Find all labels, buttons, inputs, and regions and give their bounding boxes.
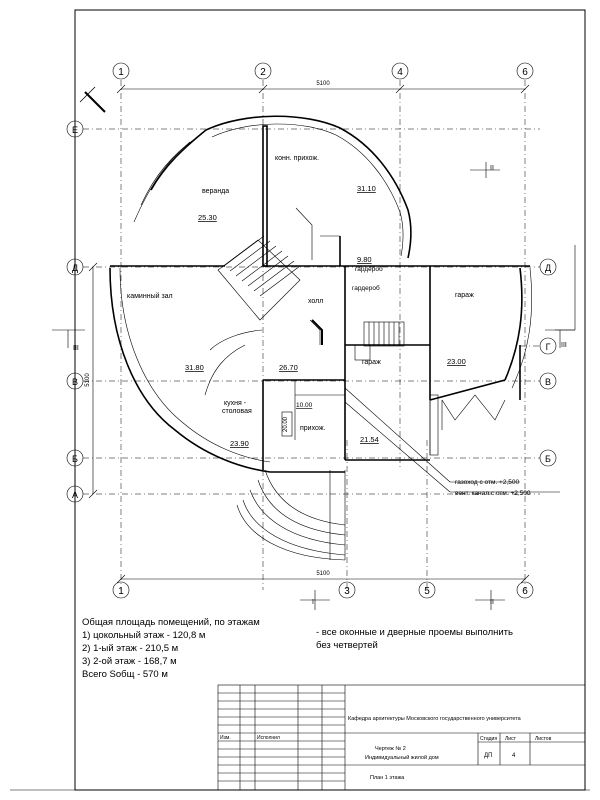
area-line: 2) 1-ый этаж - 210,5 м [82,643,179,654]
area-summary-title: Общая площадь помещений, по этажам [82,617,260,628]
room-name: гардероб [355,265,383,273]
axis-label-left-E: Е [72,125,78,135]
area-total: Всего Sобщ - 570 м [82,669,168,680]
room-name: гараж [362,359,381,366]
room-area: 25.30 [198,213,217,222]
room-area: 23.90 [230,439,249,448]
section-mark-II: II [490,165,494,172]
vent-label: вент. канал с отм. +2,500 [455,490,531,497]
room-area: 9.80 [357,255,372,264]
room-name: прихож. [300,425,326,432]
stamp-title-3: План 1 этажа [370,775,405,781]
room-area: 31.80 [185,363,204,372]
stamp-stage: ДП [484,753,492,759]
window-note: - все оконные и дверные проемы выполнить… [316,626,513,652]
room-name: холл [308,298,323,305]
section-mark-III-right: III [561,342,567,349]
main-staircase [217,235,405,347]
stamp-sheet-label: Лист [505,736,517,742]
area-line: 1) цокольный этаж - 120,8 м [82,630,206,641]
room-labels: конн. прихож. 31.10 веранда 25.30 каминн… [127,155,474,448]
axis-label-right-B: Б [545,454,551,464]
room-name: кухня - [224,400,247,407]
garage-doors [441,394,506,430]
room-name: гардероб [352,284,380,292]
axis-label-left-V: В [72,377,78,387]
axis-label-top-6: 6 [522,67,528,78]
dimension-top: 5100 [316,81,330,87]
section-mark-III-left: III [73,345,79,352]
axis-label-bottom-1: 1 [118,586,124,597]
room-area: 23.00 [447,357,466,366]
room-name: веранда [202,188,229,195]
window-note-line: без четвертей [316,640,378,651]
title-block: Кафедра архитектуры Московского государс… [217,684,586,791]
axis-label-left-B: Б [72,454,78,464]
axis-label-bottom-5: 5 [424,586,430,597]
stamp-organization: Кафедра архитектуры Московского государс… [348,716,522,722]
section-cut-markers [52,162,576,610]
axis-label-right-V: В [545,377,551,387]
leader-lines [344,387,560,493]
axis-label-left-A: А [72,490,78,500]
axis-grid [83,80,540,590]
stamp-title-2: Индивидуальный жилой дом [365,754,439,761]
dimension-left: 5100 [85,373,91,387]
hall-arrow-icon [311,319,323,345]
stamp-col-left: Изм. [220,735,231,741]
axis-bubbles-bottom: 1 3 5 6 [112,581,534,599]
flue-label: газоход с отм. +2,500 [455,479,519,486]
section-mark-II-bottom: II [490,599,494,606]
stamp-col-name: Исполнил [257,735,280,741]
room-area: 10.00 [296,402,313,409]
room-area: 31.10 [357,184,376,193]
axis-label-top-2: 2 [260,67,266,78]
room-name: гараж [455,292,474,299]
axis-label-top-1: 1 [118,67,124,78]
room-area: 26.70 [279,363,298,372]
axis-label-right-D: Д [545,263,551,273]
axis-label-top-4: 4 [397,67,403,78]
room-area: 20.00 [283,416,289,432]
axis-bubbles-left: Е Д В Б А [66,120,84,503]
stamp-stage-label: Стадия [480,736,497,742]
area-summary: Общая площадь помещений, по этажам 1) цо… [82,616,260,681]
room-name: столовая [222,408,252,415]
stamp-sheet: 4 [512,753,516,759]
area-line: 3) 2-ой этаж - 168,7 м [82,656,177,667]
section-mark-I: I [312,599,314,606]
building-walls [109,115,532,473]
axis-bubbles-right: Д Г В Б [539,258,557,467]
window-note-line: - все оконные и дверные проемы выполнить [316,627,513,638]
porch-steps [236,469,346,561]
room-name: каминный зал [127,292,173,300]
dimension-bottom: 5100 [316,571,330,577]
dimension-lines [88,84,530,584]
room-area: 21.54 [360,435,379,444]
stamp-sheets-label: Листов [535,736,552,742]
axis-bubbles-top: 1 2 4 6 [112,62,534,80]
north-arrow-icon [79,86,106,113]
axis-label-bottom-6: 6 [522,586,528,597]
stamp-title-1: Чертеж № 2 [375,746,406,752]
axis-label-bottom-3: 3 [344,586,350,597]
room-name: конн. прихож. [275,155,319,162]
axis-label-left-D: Д [72,263,78,273]
axis-label-right-G: Г [546,342,551,352]
